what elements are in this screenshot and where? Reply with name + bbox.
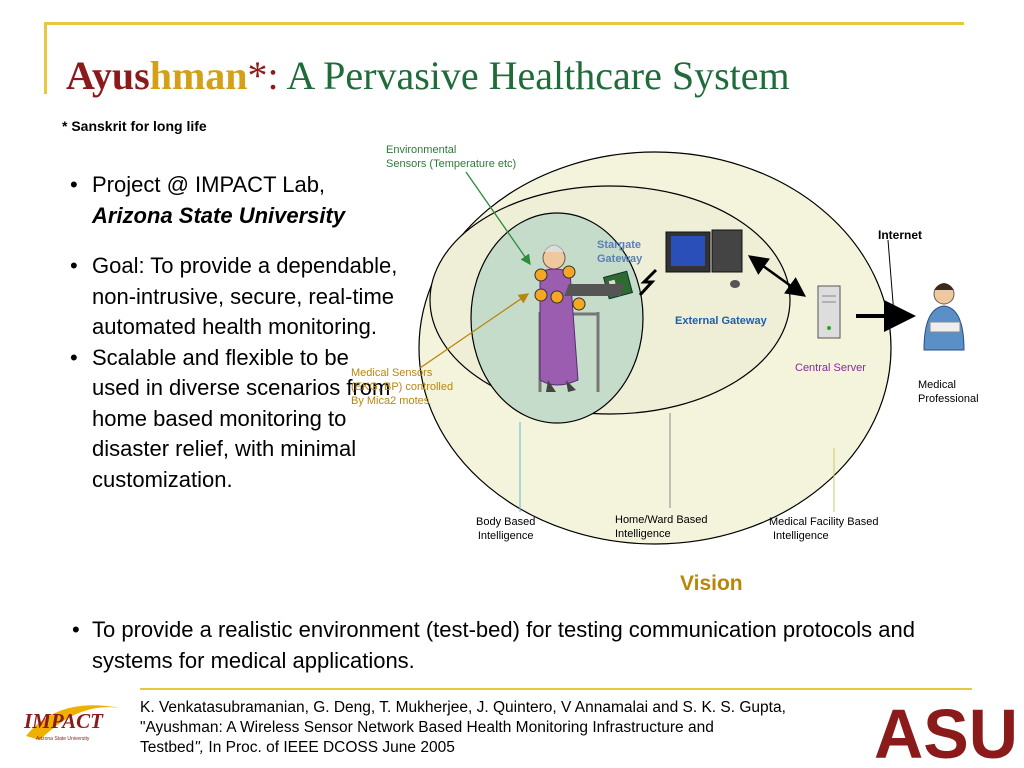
title-rest: A Pervasive Healthcare System [286, 53, 790, 98]
impact-logo-sub: Arizona State University [36, 736, 90, 742]
label-facility: Medical Facility Based Intelligence [769, 515, 878, 543]
bullet-project: • Project @ IMPACT Lab, Arizona State Un… [70, 170, 400, 231]
label-medical-sensors-line2: (EKG, BP) controlled [351, 381, 454, 393]
label-home-ward: Home/Ward Based Intelligence [615, 513, 708, 541]
label-external-gateway: External Gateway [675, 315, 767, 327]
asu-logo: ASU [874, 696, 1018, 762]
label-medical-sensors-line1: Medical Sensors [351, 367, 433, 379]
label-stargate: Stargate Gateway [597, 238, 642, 266]
label-medical-sensors-line3: By Mica2 motes [351, 395, 430, 407]
reference-line1: K. Venkatasubramanian, G. Deng, T. Mukhe… [140, 699, 786, 716]
subtitle-note: * Sanskrit for long life [62, 118, 207, 134]
label-body-based-line2: Intelligence [477, 530, 534, 542]
title-part-hman: hman [149, 53, 248, 98]
reference-citation: K. Venkatasubramanian, G. Deng, T. Mukhe… [140, 698, 870, 758]
bullet-dot: • [70, 344, 78, 370]
system-diagram [418, 151, 965, 545]
label-medical-sensors: Medical Sensors (EKG, BP) controlled By … [351, 366, 453, 408]
bullet-scalable-text: Scalable and flexible to be used in dive… [92, 344, 391, 492]
left-rule [44, 22, 47, 94]
title-asterisk: *: [247, 53, 287, 98]
label-stargate-line2: Gateway [597, 253, 643, 265]
title-part-ayus: Ayus [66, 53, 150, 98]
label-medical-professional: Medical Professional [918, 378, 979, 406]
asu-logo-text: ASU [874, 696, 1018, 762]
patient-figure [534, 244, 600, 392]
label-body-based-line1: Body Based [476, 516, 536, 528]
bullet-goal: • Goal: To provide a dependable, non-int… [70, 251, 400, 343]
bullet-dot: • [70, 172, 78, 197]
label-body-based: Body Based Intelligence [476, 515, 535, 543]
medical-professional-icon [923, 283, 965, 351]
label-home-ward-line2: Intelligence [615, 528, 671, 540]
bullet-project-line1: Project @ IMPACT Lab, [92, 172, 326, 197]
label-env-sensors-line1: Environmental [386, 144, 457, 156]
reference-line3a: Testbed [140, 739, 195, 756]
label-home-ward-line1: Home/Ward Based [615, 514, 708, 526]
impact-logo-text: IMPACT [23, 709, 104, 733]
reference-line3: Testbed", In Proc. of IEEE DCOSS June 20… [140, 738, 870, 758]
bullet-testbed-text: To provide a realistic environment (test… [92, 617, 915, 673]
sensor-mote [572, 297, 586, 311]
impact-logo: IMPACT Arizona State University [23, 705, 120, 742]
bullet-list: • Project @ IMPACT Lab, Arizona State Un… [70, 170, 400, 495]
home-pc [564, 229, 743, 296]
sensor-mote [534, 268, 548, 282]
label-internet: Internet [878, 228, 923, 242]
label-facility-line2: Intelligence [773, 530, 829, 542]
sensor-mote [534, 288, 548, 302]
reference-line3c: In Proc. of IEEE DCOSS June 2005 [204, 739, 455, 756]
label-env-sensors: Environmental Sensors (Temperature etc) [386, 143, 516, 171]
sensor-mote [562, 265, 576, 279]
bullet-dot: • [70, 253, 78, 278]
bullet-dot: • [72, 617, 80, 642]
label-vision: Vision [680, 572, 743, 595]
bullet-project-line2: Arizona State University [92, 202, 346, 228]
label-stargate-line1: Stargate [597, 239, 642, 251]
label-central-server: Central Server [795, 362, 866, 374]
sensor-mote [550, 290, 564, 304]
bullet-goal-text: Goal: To provide a dependable, non-intru… [92, 253, 398, 339]
reference-line2: "Ayushman: A Wireless Sensor Network Bas… [140, 719, 714, 736]
slide-title: Ayushman*: A Pervasive Healthcare System [66, 52, 790, 99]
label-env-sensors-line2: Sensors (Temperature etc) [386, 158, 517, 170]
central-server-icon [817, 285, 841, 339]
bottom-rule [140, 688, 972, 690]
label-facility-line1: Medical Facility Based [769, 516, 879, 528]
bullet-scalable: • Scalable and flexible to be used in di… [70, 343, 400, 496]
top-rule [44, 22, 964, 25]
reference-line3b: ", [194, 739, 205, 756]
label-medical-professional-line1: Medical [918, 379, 956, 391]
bullet-testbed: • To provide a realistic environment (te… [72, 614, 972, 676]
label-medical-professional-line2: Professional [918, 393, 979, 405]
